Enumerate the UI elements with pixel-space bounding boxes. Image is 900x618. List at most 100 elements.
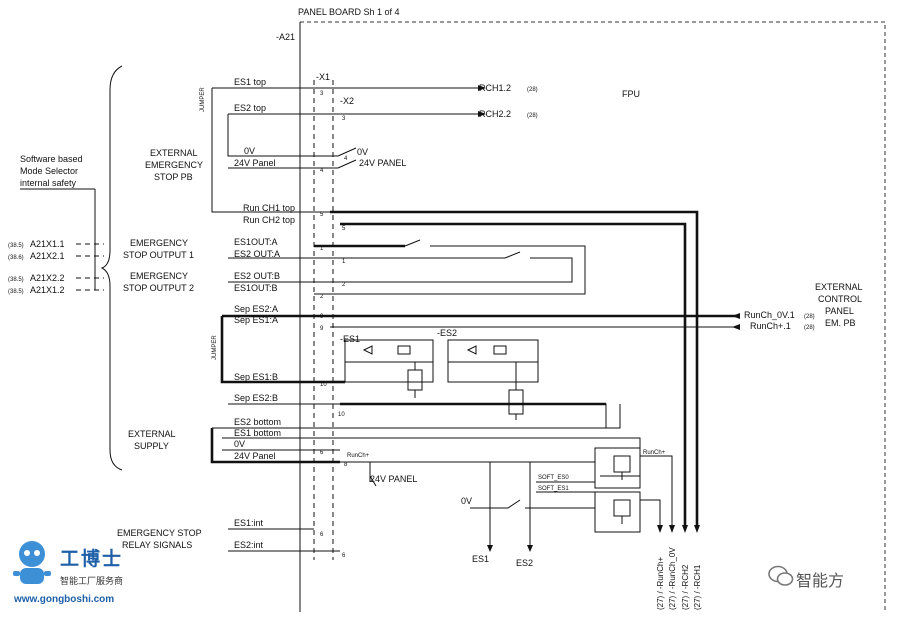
right-0v: 0V [357,147,368,157]
ext-emergency-3: STOP PB [154,172,193,182]
arrow-runchp [732,324,740,330]
term-9b: 9 [320,326,324,332]
wire-24v-panel: 24V Panel [234,158,276,168]
ref-0: (38.5) [8,243,24,249]
soft-es0: SOFT_ES0 [538,475,569,481]
term-1b: 1 [342,259,346,265]
em-stop-out2-2: STOP OUTPUT 2 [123,283,194,293]
selector-label-3: internal safety [20,178,77,188]
wire-run-ch1-top: Run CH1 top [243,203,295,213]
sep-jumper-bold [220,316,330,384]
term-2b: 2 [320,294,324,300]
es1-coil-wires [344,362,434,398]
rch12-label: RCH1.2 [479,83,511,93]
term-10a: 10 [320,382,327,388]
ext-emergency-1: EXTERNAL [150,148,198,158]
right-24v-panel: 24V PANEL [359,158,406,168]
wire-es1-bottom: ES1 bottom [234,428,281,438]
vert-label-runch-0v: (27) / -RunCh_0V [668,547,677,610]
ext-panel-1: EXTERNAL [815,282,863,292]
wire-sep-es2-b: Sep ES2:B [234,393,278,403]
left-brace [100,65,123,471]
ext-panel-2: CONTROL [818,294,862,304]
brand-title: 工博士 [60,548,124,570]
runch-0v-ref: (28) [804,314,815,320]
runch-plus-out [640,455,673,525]
fpu-label: FPU [622,89,640,99]
brand-url: www.gongboshi.com [14,594,115,605]
es2-diode [466,345,507,355]
wire-es2-int: ES2:int [234,540,264,550]
wire-sep-es2-a: Sep ES2:A [234,304,278,314]
wire-es1out-b: ES1OUT:B [234,283,278,293]
right-0v-3: 0V [461,496,472,506]
term-9a: 9 [320,314,324,320]
robot-mascot-icon [13,541,51,584]
term-6d: 6 [342,553,346,559]
term-6c: 6 [320,532,324,538]
term-8: 8 [344,462,348,468]
relay-sig-2: RELAY SIGNALS [122,540,192,550]
term-3b: 3 [342,116,346,122]
es2-out-label: ES2 [516,558,533,568]
selector-label-2: Mode Selector [20,166,78,176]
runch-plus-b: RunCh+ [643,450,666,456]
wire-0v-2: 0V [234,439,245,449]
ext-supply-1: EXTERNAL [128,429,176,439]
arrow-rch12 [478,85,486,91]
ext-supply-2: SUPPLY [134,441,169,451]
wire-es2out-b: ES2 OUT:B [234,271,280,281]
panel-border [300,21,886,612]
arrow-v3 [682,525,688,533]
ref-3: (38.5) [8,289,24,295]
term-5b: 5 [342,226,346,232]
ref-name-2: A21X2.2 [30,273,65,283]
es1-top-wire [211,87,478,213]
soft-es1: SOFT_ES1 [538,486,569,492]
ref-name-1: A21X2.1 [30,251,65,261]
ref-1: (38.6) [8,255,24,261]
es-out-drops [489,462,531,545]
selector-label-1: Software based [20,154,83,164]
em-stop-out1-1: EMERGENCY [130,238,188,248]
term-4b: 4 [320,168,324,174]
relay-sig-1: EMERGENCY STOP [117,528,202,538]
term-4a: 4 [344,156,348,162]
rch12-ref: (28) [527,87,538,93]
vert-label-rch1: (27) / -RCH1 [693,564,702,610]
jumper-label-2: JUMPER [212,335,218,360]
arrow-v4 [694,525,700,533]
rch22-ref: (28) [527,113,538,119]
wechat-icon [768,565,794,586]
ref-name-3: A21X1.2 [30,285,65,295]
sep-es2-b-loop [228,403,607,429]
wire-24v-panel-2: 24V Panel [234,451,276,461]
em-stop-out1-2: STOP OUTPUT 1 [123,250,194,260]
es1-out-label: ES1 [472,554,489,564]
soft-es-wires [536,481,595,493]
right-24v-panel-2: 24V PANEL [370,474,417,484]
ext-emergency-2: EMERGENCY [145,160,203,170]
ref-leads [76,243,104,291]
es2-coil [508,389,524,415]
run-ch1-line [330,210,699,525]
p24-branch [369,462,377,487]
em-stop-out2-1: EMERGENCY [130,271,188,281]
arrow-v1 [669,525,675,533]
es1-diode [362,345,411,355]
wire-es1-top: ES1 top [234,77,266,87]
runch-0v-out [640,499,661,525]
panel-ticks [337,147,357,169]
run-ch2-line [340,222,687,525]
vert-label-rch2: (27) / -RCH2 [681,564,690,610]
es1-coil [407,369,423,391]
arrow-runch0v [732,313,740,319]
wire-sep-es1-a: Sep ES1:A [234,315,278,325]
wechat-name: 智能方 [796,571,845,590]
runch-p-label: RunCh+.1 [750,321,791,331]
jumper-label-1: JUMPER [200,87,206,112]
ext-panel-3: PANEL [825,306,854,316]
panel-supply-wires [227,114,338,169]
relay-contact-1 [613,455,631,480]
